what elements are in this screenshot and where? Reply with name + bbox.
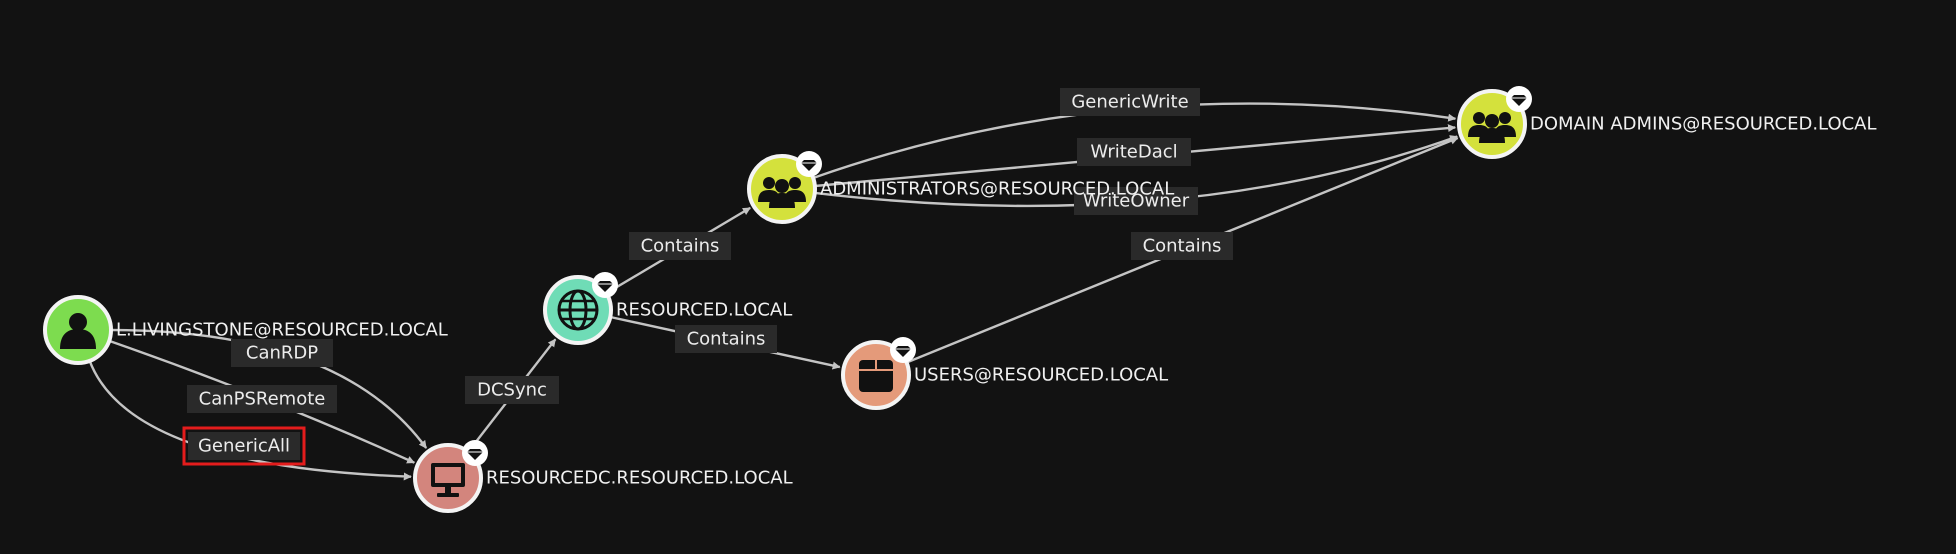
highlight-box — [182, 426, 306, 466]
edge-label-text: Contains — [641, 236, 720, 257]
edge-label-background — [675, 325, 777, 353]
edge-label-text: GenericAll — [198, 436, 290, 457]
computer-icon — [431, 463, 465, 497]
node-users[interactable]: USERS@RESOURCED.LOCAL — [841, 337, 1168, 410]
edge-label-background — [1077, 138, 1191, 166]
edge-label-text: CanRDP — [246, 343, 318, 364]
edge-label-genericwrite[interactable]: GenericWrite — [1060, 88, 1200, 116]
gem-icon — [462, 440, 488, 466]
group-icon — [758, 177, 806, 208]
user-icon — [60, 313, 96, 349]
edge-label-dcsync[interactable]: DCSync — [465, 376, 559, 404]
node-label: ADMINISTRATORS@RESOURCED.LOCAL — [820, 179, 1174, 200]
nodes-layer: L.LIVINGSTONE@RESOURCED.LOCAL RESOURCEDC.… — [43, 86, 1877, 513]
gem-icon — [796, 151, 822, 177]
gem-icon — [1506, 86, 1532, 112]
edge-label-background — [465, 376, 559, 404]
node-domain[interactable]: RESOURCED.LOCAL — [543, 272, 792, 345]
edge-label-canpsremote[interactable]: CanPSRemote — [187, 385, 337, 413]
edge-label-text: CanPSRemote — [199, 389, 326, 410]
edge-label-text: WriteOwner — [1083, 191, 1190, 212]
edge-label-text: DCSync — [477, 380, 547, 401]
edge-label-background — [1060, 88, 1200, 116]
node-label: RESOURCEDC.RESOURCED.LOCAL — [486, 468, 793, 489]
node-label: DOMAIN ADMINS@RESOURCED.LOCAL — [1530, 114, 1877, 135]
edge-label-background — [629, 232, 731, 260]
globe-icon — [557, 289, 599, 331]
edge-label-background — [187, 385, 337, 413]
node-dc[interactable]: RESOURCEDC.RESOURCED.LOCAL — [413, 440, 793, 513]
edge-label-background — [188, 432, 300, 460]
edge-label-text: GenericWrite — [1071, 92, 1188, 113]
edge-label-canrdp[interactable]: CanRDP — [231, 339, 333, 367]
edge-label-background — [1131, 232, 1233, 260]
node-da[interactable]: DOMAIN ADMINS@RESOURCED.LOCAL — [1457, 86, 1877, 159]
edge-label-contains[interactable]: Contains — [675, 325, 777, 353]
gem-icon — [592, 272, 618, 298]
edge-label-background — [1074, 187, 1198, 215]
edge-label-writeowner[interactable]: WriteOwner — [1074, 187, 1198, 215]
edge-label-text: Contains — [687, 329, 766, 350]
group-icon — [1468, 112, 1516, 143]
edge-label-text: Contains — [1143, 236, 1222, 257]
box-icon — [859, 360, 893, 392]
node-label: USERS@RESOURCED.LOCAL — [914, 365, 1168, 386]
edge-label-writedacl[interactable]: WriteDacl — [1077, 138, 1191, 166]
node-label: L.LIVINGSTONE@RESOURCED.LOCAL — [116, 320, 448, 341]
node-admins[interactable]: ADMINISTRATORS@RESOURCED.LOCAL — [747, 151, 1174, 224]
edge-label-contains[interactable]: Contains — [1131, 232, 1233, 260]
node-label: RESOURCED.LOCAL — [616, 300, 792, 321]
edge-label-contains[interactable]: Contains — [629, 232, 731, 260]
node-user[interactable]: L.LIVINGSTONE@RESOURCED.LOCAL — [43, 295, 448, 365]
edge-label-text: WriteDacl — [1090, 142, 1177, 163]
edge-label-background — [231, 339, 333, 367]
gem-icon — [890, 337, 916, 363]
edge-label-genericall[interactable]: GenericAll — [182, 426, 306, 466]
